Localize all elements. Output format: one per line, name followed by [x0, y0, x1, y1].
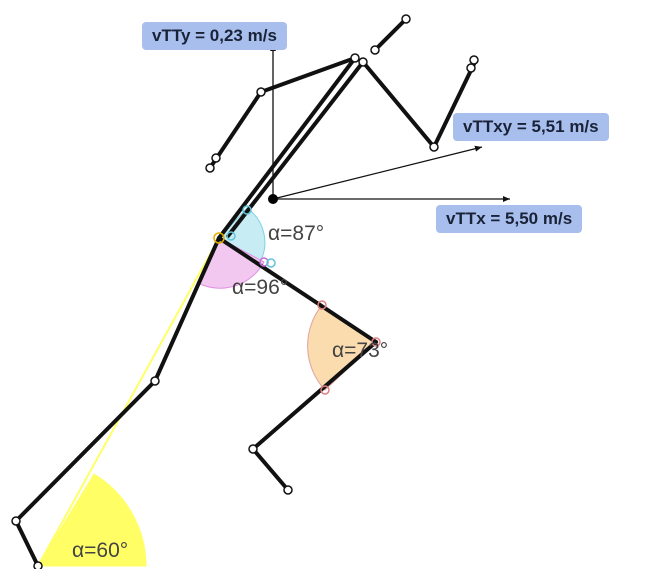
- ankle-angle-ray: [37, 237, 220, 567]
- vxy-vector: [272, 145, 483, 200]
- vy-velocity-label: vTTy = 0,23 m/s: [142, 22, 287, 50]
- joint-marker: [350, 53, 360, 63]
- joint-marker: [358, 57, 368, 67]
- shank-front: [251, 340, 378, 451]
- hip-joint-marker: [213, 232, 225, 244]
- ankle-angle-label: α=60°: [72, 539, 129, 562]
- angle-marker: [320, 385, 330, 395]
- joint-marker: [370, 45, 380, 55]
- joint-marker: [466, 63, 476, 73]
- foot-front: [251, 447, 290, 492]
- joint-marker: [401, 14, 411, 24]
- angle-marker: [371, 337, 381, 347]
- vxy-velocity-label: vTTxy = 5,51 m/s: [453, 113, 609, 141]
- joint-marker: [469, 55, 479, 65]
- hip-upper-angle-label: α=87°: [268, 222, 325, 245]
- angle-marker: [259, 257, 269, 267]
- joint-marker: [33, 561, 43, 571]
- angle-marker: [317, 300, 327, 310]
- trunk-segment-2: [226, 60, 365, 238]
- knee-angle-label: α=73°: [332, 339, 389, 362]
- thigh-front: [217, 236, 378, 344]
- joint-marker: [248, 444, 258, 454]
- hip-lower-angle-label: α=96°: [232, 276, 289, 299]
- forearm-right: [432, 62, 476, 149]
- joint-marker: [11, 516, 21, 526]
- foot-rear: [14, 519, 40, 568]
- joint-marker: [211, 153, 221, 163]
- head-segment: [373, 17, 408, 52]
- upper-arm-left: [259, 56, 357, 94]
- thigh-rear: [153, 236, 221, 383]
- angle-marker: [226, 231, 236, 241]
- joint-marker: [429, 142, 439, 152]
- angle-markers: [213, 205, 381, 395]
- joint-marker: [256, 87, 266, 97]
- joint-marker: [205, 163, 215, 173]
- trunk-segment: [217, 56, 357, 240]
- joint-markers: [11, 14, 479, 571]
- ankle-angle-sector: [37, 473, 147, 567]
- angle-marker: [242, 205, 252, 215]
- joint-marker: [283, 485, 293, 495]
- forearm-left: [210, 90, 263, 167]
- upper-arm-right: [361, 60, 436, 149]
- knee-angle-sector: [307, 304, 377, 391]
- center-of-mass-point: [268, 194, 278, 204]
- shank-rear: [14, 379, 157, 523]
- joint-marker: [150, 376, 160, 386]
- angle-marker: [266, 258, 276, 268]
- vx-velocity-label: vTTx = 5,50 m/s: [436, 205, 583, 233]
